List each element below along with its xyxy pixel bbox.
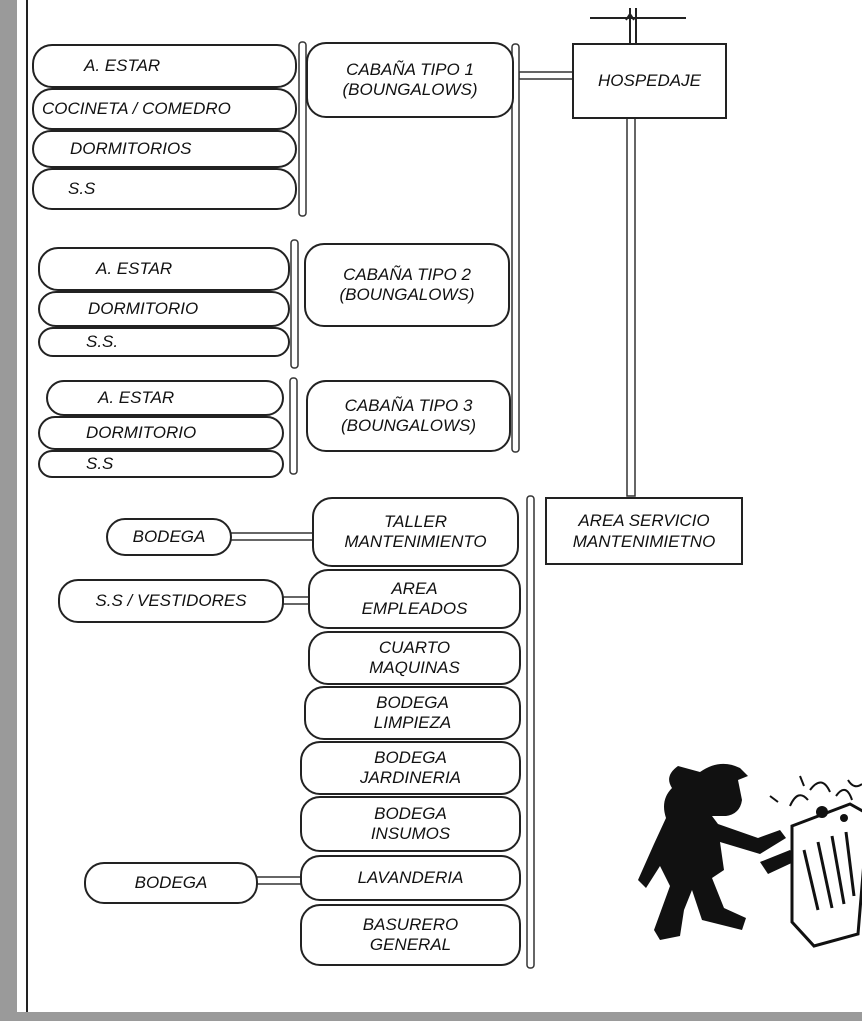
cabana1-room-ss: S.S — [32, 168, 297, 210]
cabana2-title: CABAÑA TIPO 2 (BOUNGALOWS) — [304, 243, 510, 327]
cabana3-rooms-bar — [289, 377, 298, 475]
lavanderia-side-bodega: BODEGA — [84, 862, 258, 904]
servicio-taller: TALLER MANTENIMIENTO — [312, 497, 519, 567]
taller-side-bodega: BODEGA — [106, 518, 232, 556]
taller-bodega-connector — [228, 532, 315, 541]
cabana2-room-ss: S.S. — [38, 327, 290, 357]
servicio-empleados: AREA EMPLEADOS — [308, 569, 521, 629]
empleados-side-ss-vestidores: S.S / VESTIDORES — [58, 579, 284, 623]
frame-bottom-border — [0, 1012, 862, 1021]
cabana2-room-dormitorio: DORMITORIO — [38, 291, 290, 327]
main-spine — [626, 117, 636, 497]
servicio-limpieza: BODEGA LIMPIEZA — [304, 686, 521, 740]
frame-vertical-line — [26, 0, 28, 1012]
pole-icon — [590, 8, 686, 44]
cabana-to-hospedaje-connector — [518, 71, 575, 80]
cabana3-room-ss: S.S — [38, 450, 284, 478]
cabana3-title: CABAÑA TIPO 3 (BOUNGALOWS) — [306, 380, 511, 452]
servicio-insumos: BODEGA INSUMOS — [300, 796, 521, 852]
cabana1-room-estar: A. ESTAR — [32, 44, 297, 88]
cabana1-title: CABAÑA TIPO 1 (BOUNGALOWS) — [306, 42, 514, 118]
servicio-jardineria: BODEGA JARDINERIA — [300, 741, 521, 795]
empleados-ss-connector — [282, 596, 312, 605]
lavanderia-bodega-connector — [255, 876, 303, 885]
frame-left-border — [0, 0, 17, 1021]
hospedaje-box: HOSPEDAJE — [572, 43, 727, 119]
cabana3-room-dormitorio: DORMITORIO — [38, 416, 284, 450]
cabana1-room-dormitorios: DORMITORIOS — [32, 130, 297, 168]
area-servicio-box: AREA SERVICIO MANTENIMIETNO — [545, 497, 743, 565]
cabana3-room-estar: A. ESTAR — [46, 380, 284, 416]
cabana1-rooms-bar — [298, 41, 307, 217]
janitor-trash-icon — [638, 763, 862, 948]
servicio-basurero: BASURERO GENERAL — [300, 904, 521, 966]
cabana2-room-estar: A. ESTAR — [38, 247, 290, 291]
cabana-spine — [511, 43, 520, 453]
servicio-maquinas: CUARTO MAQUINAS — [308, 631, 521, 685]
cabana2-rooms-bar — [290, 239, 299, 369]
cabana1-room-cocineta: COCINETA / COMEDRO — [32, 88, 297, 130]
servicio-lavanderia: LAVANDERIA — [300, 855, 521, 901]
servicio-spine — [526, 495, 535, 969]
